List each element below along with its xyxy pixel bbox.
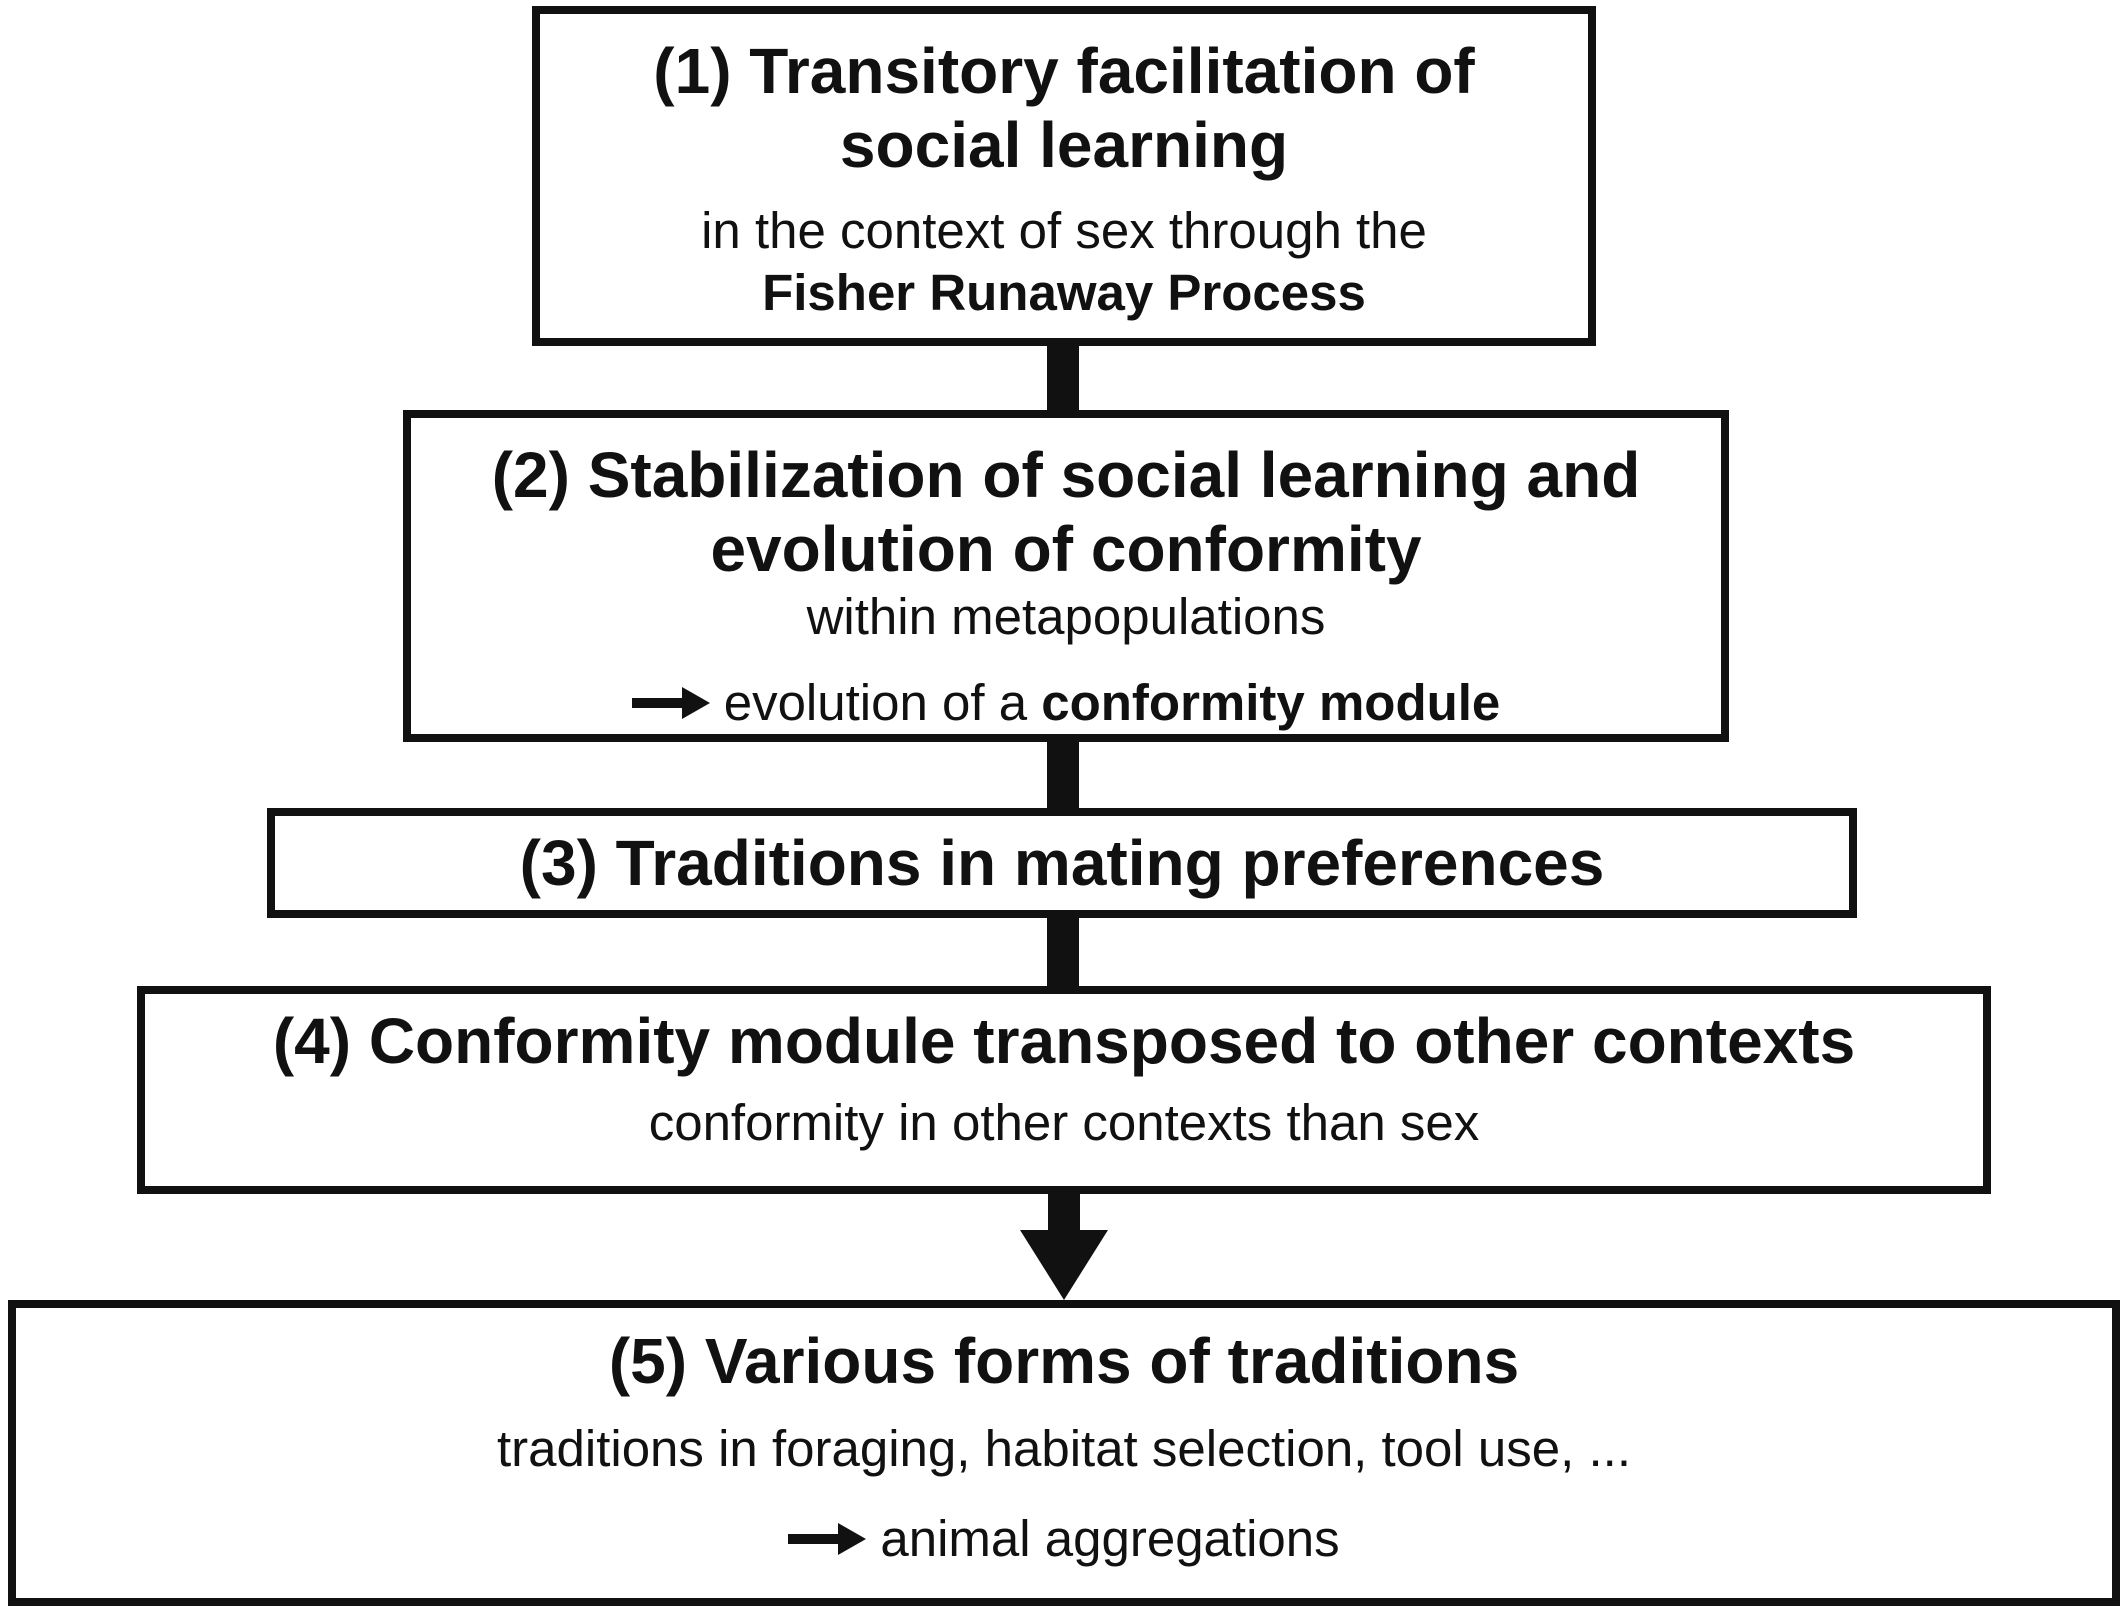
- step-2-box: (2) Stabilization of social learning and…: [403, 410, 1729, 742]
- step-5-subtitle: traditions in foraging, habitat selectio…: [496, 1420, 1631, 1477]
- connector-1-2: [1047, 340, 1079, 418]
- step-1-subtitle-bold: Fisher Runaway Process: [762, 264, 1366, 321]
- step-1-subtitle: in the context of sex through the: [701, 202, 1427, 259]
- step-5-result-text: animal aggregations: [880, 1510, 1340, 1567]
- step-2-result-line: evolution of a conformity module: [411, 672, 1721, 734]
- step-2-result-text: evolution of a: [723, 674, 1042, 731]
- connector-2-3: [1047, 735, 1079, 813]
- step-2-title-line2: evolution of conformity: [710, 513, 1422, 585]
- down-arrow-4-5: [1020, 1185, 1108, 1300]
- step-4-box: (4) Conformity module transposed to othe…: [137, 986, 1991, 1194]
- step-2-result-bold: conformity module: [1041, 674, 1501, 731]
- step-4-title: (4) Conformity module transposed to othe…: [272, 1005, 1856, 1077]
- right-arrow-icon: [788, 1523, 867, 1555]
- step-1-title-line1: (1) Transitory facilitation of: [653, 35, 1475, 107]
- step-3-box: (3) Traditions in mating preferences: [267, 808, 1857, 918]
- step-1-box: (1) Transitory facilitation of social le…: [532, 6, 1596, 346]
- step-5-title: (5) Various forms of traditions: [608, 1325, 1520, 1397]
- step-1-title-line2: social learning: [839, 109, 1289, 181]
- step-2-subtitle: within metapopulations: [806, 588, 1326, 645]
- step-5-result-line: animal aggregations: [16, 1508, 2112, 1570]
- step-2-title-line1: (2) Stabilization of social learning and: [491, 439, 1641, 511]
- right-arrow-icon: [631, 687, 710, 719]
- connector-3-4: [1047, 913, 1079, 991]
- step-5-box: (5) Various forms of traditions traditio…: [8, 1300, 2120, 1606]
- step-4-subtitle: conformity in other contexts than sex: [648, 1094, 1480, 1151]
- step-3-title: (3) Traditions in mating preferences: [519, 827, 1605, 899]
